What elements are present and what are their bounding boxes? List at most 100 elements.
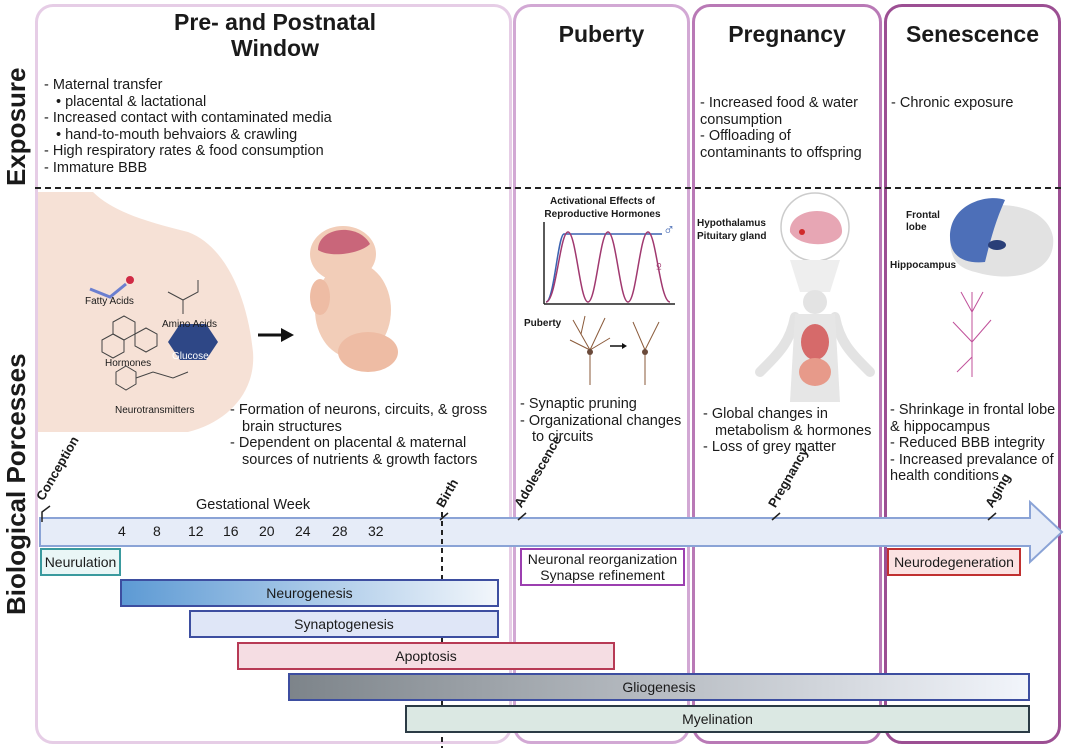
fatty-acid-icon <box>89 282 127 299</box>
bio-item: brain structures <box>242 418 342 435</box>
bio-item: & hippocampus <box>890 418 990 435</box>
brain-icon <box>789 211 843 245</box>
bar-label: Neurogenesis <box>266 585 353 601</box>
panel-title-pregnancy: Pregnancy <box>728 21 846 47</box>
panel-puberty <box>513 4 690 744</box>
conception-tick <box>41 505 51 522</box>
exposure-prenatal-list: - Maternal transfer • placental & lactat… <box>44 77 332 176</box>
frontal-lobe-region <box>950 198 1005 263</box>
exposure-item: - Increased contact with contaminated me… <box>44 110 332 126</box>
female-hormone-line <box>545 231 671 303</box>
bio-item: - Dependent on placental & maternal <box>230 435 467 451</box>
neurotransmitters-label: Neurotransmitters <box>115 405 195 416</box>
bio-item: - Increased prevalance of <box>890 451 1054 468</box>
exposure-pregnancy-list: - Increased food & water consumption - O… <box>700 95 862 161</box>
hippocampus-region <box>988 240 1006 250</box>
neuron-pruning-illustration <box>569 315 660 385</box>
biological-prenatal-list: - Formation of neurons, circuits, & gros… <box>230 402 487 468</box>
exposure-item: - High respiratory rates & food consumpt… <box>44 143 324 159</box>
section-divider <box>35 187 1061 189</box>
exposure-subitem-text: hand-to-mouth behvaiors & crawling <box>65 126 298 143</box>
pregnancy-body-illustration <box>755 192 875 402</box>
bar-label: Neurodegeneration <box>894 554 1014 570</box>
bar-label: Synaptogenesis <box>294 616 394 632</box>
exposure-subitem-text: placental & lactational <box>65 93 207 110</box>
bio-item: - Loss of grey matter <box>703 439 836 455</box>
exposure-item: - Maternal transfer <box>44 77 163 93</box>
week-tick: 20 <box>259 523 275 539</box>
pituitary-label: Pituitary gland <box>697 231 767 242</box>
week-tick: 12 <box>188 523 204 539</box>
puberty-axis-label: Puberty <box>524 318 562 329</box>
neurotransmitter-icon <box>115 365 189 391</box>
bio-item: sources of nutrients & growth factors <box>242 451 478 468</box>
hippocampus-label: Hippocampus <box>890 260 957 271</box>
activational-effects-title: Activational Effects of Reproductive Hor… <box>544 196 661 220</box>
week-tick: 24 <box>295 523 311 539</box>
hormone-cycle-chart <box>543 222 675 305</box>
bar-gliogenesis: Gliogenesis <box>288 673 1030 701</box>
exposure-item: contaminants to offspring <box>700 144 862 161</box>
aging-tick <box>987 512 997 521</box>
bar-label: Synapse refinement <box>540 567 665 583</box>
bar-label: Gliogenesis <box>622 679 696 695</box>
biological-senescence-list: - Shrinkage in frontal lobe & hippocampu… <box>890 402 1055 485</box>
bar-apoptosis: Apoptosis <box>237 642 615 670</box>
hypothalamus-label: Hypothalamus <box>697 218 766 229</box>
hormones-label: Hormones <box>105 358 152 369</box>
bio-item: - Organizational changes <box>520 412 682 429</box>
exposure-item: consumption <box>700 111 783 128</box>
exposure-item: - Chronic exposure <box>891 95 1014 111</box>
bar-neurogenesis: Neurogenesis <box>120 579 499 607</box>
pregnancy-tick <box>771 512 781 521</box>
glucose-label: Glucose <box>172 351 209 362</box>
exposure-item: - Immature BBB <box>44 159 148 176</box>
panel-title-puberty: Puberty <box>558 21 645 47</box>
week-tick: 32 <box>368 523 384 539</box>
bio-item: - Shrinkage in frontal lobe <box>890 402 1056 418</box>
bio-item: to circuits <box>532 429 594 445</box>
birth-tick <box>439 512 449 521</box>
bar-neurodegeneration: Neurodegeneration <box>887 548 1021 576</box>
exposure-senescence-list: - Chronic exposure <box>891 95 1014 112</box>
gestational-week-label: Gestational Week <box>196 497 311 513</box>
bar-label: Neuronal reorganization <box>527 551 678 567</box>
bar-myelination: Myelination <box>405 705 1030 733</box>
exposure-subitem: • hand-to-mouth behvaiors & crawling <box>56 126 298 143</box>
week-tick: 4 <box>118 523 126 539</box>
timeline-arrow <box>39 499 1064 565</box>
glucose-icon <box>168 324 218 360</box>
organs-icon <box>801 324 829 360</box>
bio-item: health conditions <box>890 468 999 484</box>
neuron-icon <box>952 291 992 377</box>
hormone-icon <box>101 315 158 359</box>
bio-item: - Reduced BBB integrity <box>890 435 1045 451</box>
bar-synaptogenesis: Synaptogenesis <box>189 610 499 638</box>
week-tick: 28 <box>332 523 348 539</box>
exposure-item: - Increased food & water <box>700 95 858 111</box>
bar-label: Neurulation <box>44 554 117 570</box>
bio-item: - Global changes in <box>703 406 828 422</box>
fetus-icon <box>310 226 398 372</box>
week-tick: 16 <box>223 523 239 539</box>
exposure-item: - Offloading of <box>700 128 791 144</box>
panel-title-prenatal: Pre- and Postnatal Window <box>174 9 376 61</box>
amino-acids-label: Amino Acids <box>162 319 218 330</box>
prenatal-illustration <box>38 192 398 432</box>
bio-item: - Formation of neurons, circuits, & gros… <box>230 402 488 418</box>
bio-item: metabolism & hormones <box>715 422 872 439</box>
biological-pregnancy-list: - Global changes in metabolism & hormone… <box>703 406 871 456</box>
panel-title-senescence: Senescence <box>906 21 1039 47</box>
bar-neuronal-reorganization: Neuronal reorganization Synapse refineme… <box>520 548 685 586</box>
fatty-acids-label: Fatty Acids <box>85 296 134 307</box>
amino-acid-icon <box>167 280 199 314</box>
male-symbol-icon: ♂ <box>663 222 675 239</box>
bar-label: Myelination <box>682 711 753 727</box>
female-symbol-icon: ♀ <box>653 259 665 276</box>
week-tick: 8 <box>153 523 161 539</box>
frontal-lobe-label: Frontal lobe <box>906 210 940 233</box>
exposure-subitem: • placental & lactational <box>56 93 207 110</box>
bio-item: - Synaptic pruning <box>520 396 637 412</box>
aging-brain-illustration <box>950 198 1054 377</box>
